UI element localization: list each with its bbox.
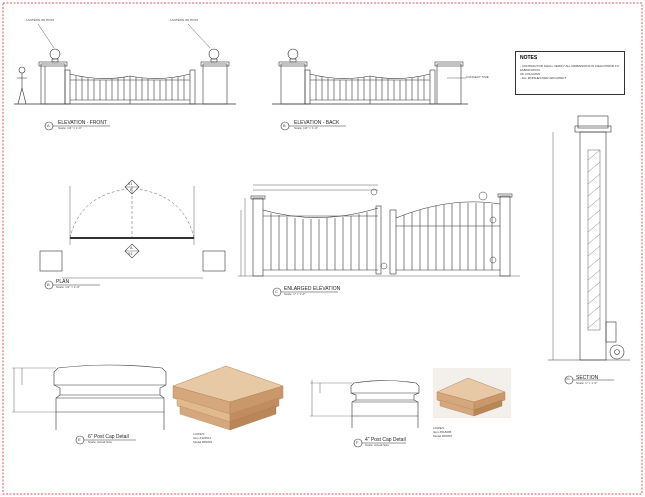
enlarged-elevation (238, 184, 520, 277)
back-title-bubble (280, 121, 346, 131)
cap4-view-number: F (356, 440, 359, 445)
cap4-drawing (310, 380, 420, 428)
back-view-scale: Scale: 1/4" = 1'-0" (294, 126, 318, 130)
enlarged-view-title: ENLARGED ELEVATION (284, 286, 341, 292)
lamp-callout-left: LANTERN ON POST (26, 18, 55, 22)
enlarged-bubbles (370, 188, 497, 270)
front-right-lamp-icon (208, 48, 220, 60)
section-view-number: 01 (566, 377, 570, 381)
notes-box: NOTES - CONTRACTOR SHALL VERIFY ALL DIME… (515, 51, 625, 95)
elevation-front (14, 23, 236, 105)
notes-heading: NOTES (520, 55, 538, 61)
cap4-view-title: 4" Post Cap Detail (365, 437, 406, 443)
plan-view-number: B (47, 282, 50, 287)
human-figure-icon (17, 66, 27, 105)
cap6-product-image (172, 365, 284, 431)
front-title-bubble (44, 121, 110, 131)
back-view-number: B (283, 123, 286, 128)
cap6-view-scale: Scale: Actual Size (88, 440, 113, 444)
lamp-callout-right: LANTERN ON POST (170, 18, 199, 22)
back-view-title: ELEVATION - BACK (294, 120, 340, 126)
section-view-title: SECTION (576, 375, 599, 381)
notes-line: - ALL FINISHES PER ARCHITECT (520, 76, 567, 80)
plan-bubble-mid-number: A (130, 245, 133, 250)
cap6-product-line1: LOWE'S (193, 432, 205, 436)
cap4-product-line1: LOWE'S (433, 426, 445, 430)
section-hatch (587, 149, 601, 329)
notes-line: - CONTRACTOR SHALL VERIFY ALL DIMENSIONS… (520, 64, 619, 72)
plan-bubble-top-number: 01 (128, 181, 133, 186)
back-left-lamp-icon (287, 48, 299, 60)
enlarged-right-pickets (403, 203, 493, 270)
plan-bubble-mid-sub: 01 (128, 251, 133, 256)
section-view-scale: Scale: 1" = 1'-0" (576, 381, 598, 385)
enlarged-title-bubble (272, 287, 338, 297)
cap6-product-line3: Model #P0063 (193, 440, 213, 444)
front-pickets (75, 76, 185, 100)
back-callout: CONNECT TIME (466, 75, 489, 79)
enlarged-left-pickets (270, 212, 368, 270)
enlarged-view-scale: Scale: 1" = 1'-0" (284, 292, 306, 296)
section-view (548, 115, 630, 361)
section-title-bubble (564, 375, 614, 385)
cap4-view-scale: Scale: Actual Size (365, 443, 390, 447)
front-left-pillar (40, 63, 66, 105)
cap4-product-image (433, 368, 511, 418)
front-view-number: A (47, 123, 50, 128)
cap4-product-line3: Model #P0067 (433, 434, 453, 438)
plan-bubble-top (124, 179, 140, 195)
cap6-view-number: E (78, 437, 81, 442)
cap4-product-line2: Item #518095 (433, 430, 452, 434)
plan-view-scale: Scale: 1/2" = 1'-0" (56, 285, 80, 289)
front-view-title: ELEVATION - FRONT (58, 120, 107, 126)
cap6-product-line2: Item #123011 (193, 436, 212, 440)
front-view-scale: Scale: 1/4" = 1'-0" (58, 126, 82, 130)
plan-bubble-top-sub: B (130, 187, 133, 192)
front-right-pillar (202, 63, 228, 105)
plan-title-bubble (44, 280, 100, 290)
plan-view (39, 186, 226, 279)
cap4-title-bubble (353, 438, 406, 448)
notes-line: OF COLUMNS (520, 72, 541, 76)
elevation-back (272, 48, 468, 105)
plan-bubble-mid (124, 243, 140, 259)
wheel-icon (609, 344, 625, 360)
cap6-drawing (12, 364, 167, 430)
back-pickets (315, 76, 425, 100)
plan-view-title: PLAN (56, 279, 70, 285)
front-left-lamp-icon (49, 48, 61, 60)
enlarged-view-number: C (275, 289, 278, 294)
cap6-view-title: 6" Post Cap Detail (88, 434, 129, 440)
cap6-title-bubble (75, 435, 136, 445)
